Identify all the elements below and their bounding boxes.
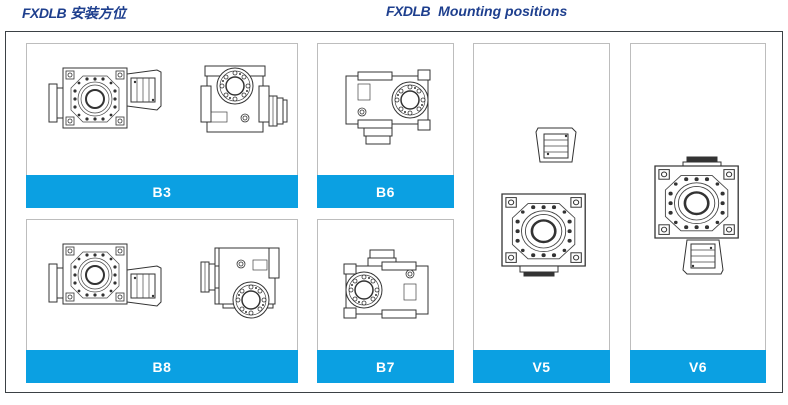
position-label-b8: B8 bbox=[26, 350, 298, 383]
title-text: 安装方位 bbox=[70, 5, 127, 21]
position-label-b6: B6 bbox=[317, 175, 454, 208]
position-card-b7: B7 bbox=[317, 219, 454, 383]
gearbox-drawing-b7 bbox=[343, 249, 429, 319]
gearbox-drawing-v6 bbox=[653, 156, 740, 275]
position-label-b3: B3 bbox=[26, 175, 298, 208]
position-card-b8: B8 bbox=[26, 219, 298, 383]
position-card-v6: V6 bbox=[630, 43, 766, 383]
position-label-v6: V6 bbox=[630, 350, 766, 383]
title-prefix: FX bbox=[22, 5, 39, 21]
position-card-b6: B6 bbox=[317, 43, 454, 208]
title-brand: DLB bbox=[38, 5, 67, 21]
position-label-v5: V5 bbox=[473, 350, 610, 383]
position-label-b7: B7 bbox=[317, 350, 454, 383]
position-card-v5: V5 bbox=[473, 43, 610, 383]
title-text: Mounting positions bbox=[438, 3, 568, 19]
gearbox-drawing-b3 bbox=[48, 65, 288, 133]
gearbox-drawing-b8 bbox=[48, 243, 280, 319]
mounting-positions-frame bbox=[5, 31, 783, 393]
gearbox-drawing-b6 bbox=[345, 69, 431, 145]
position-card-b3: B3 bbox=[26, 43, 298, 208]
title-prefix: FX bbox=[386, 3, 403, 19]
gearbox-drawing-v5 bbox=[500, 127, 587, 277]
title-brand: DLB bbox=[402, 3, 431, 19]
english-title: FXDLB Mounting positions bbox=[386, 3, 567, 19]
chinese-title: FXDLB 安装方位 bbox=[22, 3, 126, 23]
